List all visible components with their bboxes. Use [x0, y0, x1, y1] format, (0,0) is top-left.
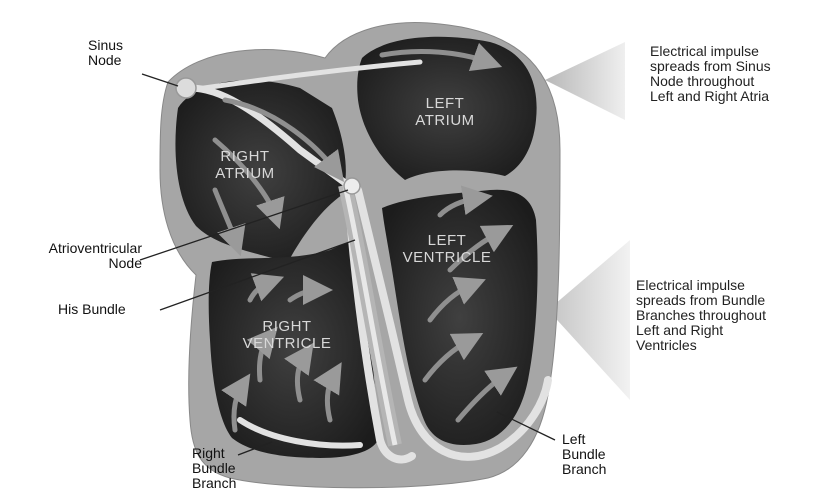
sinus-node-marker: [176, 78, 196, 98]
right-bundle-branch-label: Right Bundle Branch: [192, 446, 236, 491]
left-bundle-branch-label: Left Bundle Branch: [562, 432, 606, 477]
left-ventricle-label: LEFT VENTRICLE: [395, 232, 499, 266]
ventricles-annotation: Electrical impulse spreads from Bundle B…: [636, 278, 766, 353]
his-bundle-label: His Bundle: [58, 302, 126, 317]
right-atrium-label: RIGHT ATRIUM: [200, 148, 290, 182]
av-node-marker: [344, 178, 360, 194]
left-atrium-label: LEFT ATRIUM: [402, 95, 488, 129]
right-ventricle-label: RIGHT VENTRICLE: [232, 318, 342, 352]
atria-pointer-cone: [545, 42, 625, 120]
av-node-label: Atrioventricular Node: [12, 241, 142, 271]
atria-annotation: Electrical impulse spreads from Sinus No…: [650, 44, 771, 104]
sinus-node-label: Sinus Node: [88, 38, 123, 68]
ventricles-pointer-cone: [548, 240, 630, 400]
